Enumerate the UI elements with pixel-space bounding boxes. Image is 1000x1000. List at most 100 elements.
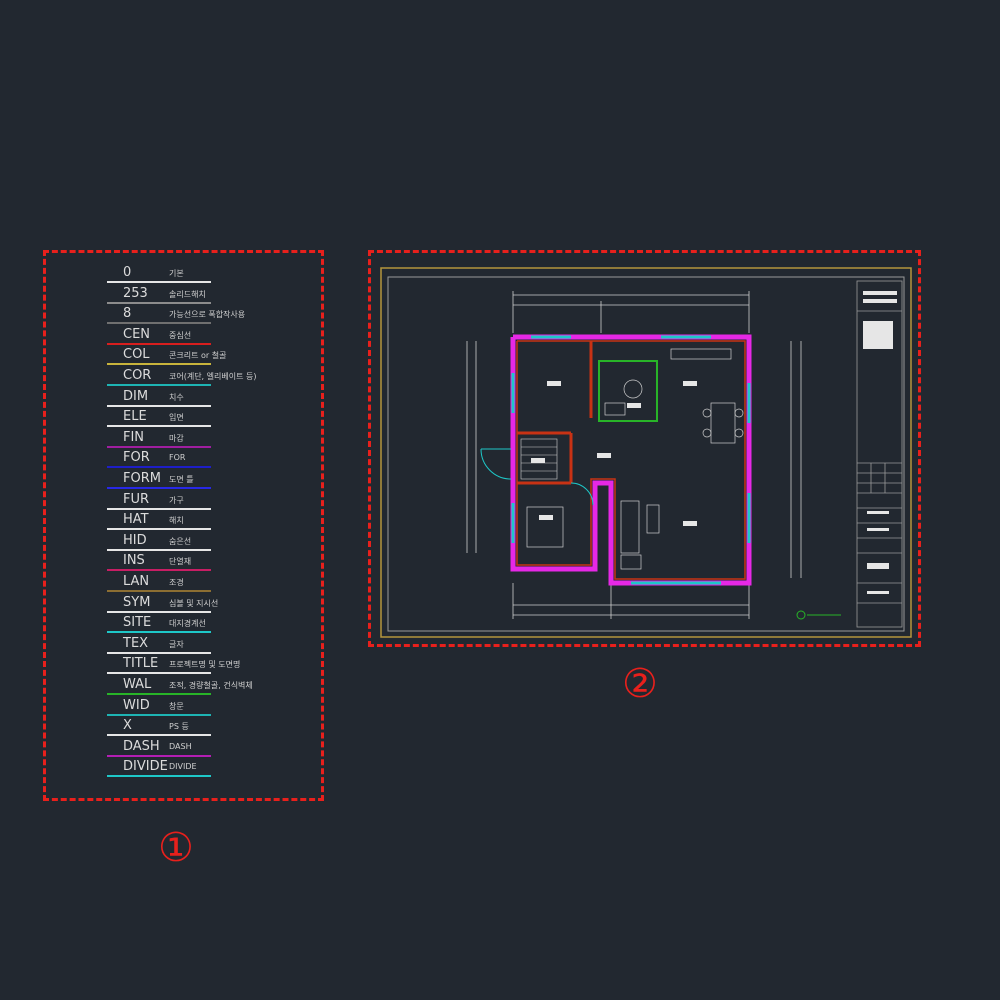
layer-row: FORM 도면 틀 (107, 470, 267, 490)
layer-color-line (107, 322, 211, 325)
layer-description: 솔리드해치 (169, 289, 206, 299)
layer-description: 조적, 경량철골, 건식벽체 (169, 681, 253, 690)
layer-row: WID 창문 (107, 697, 267, 717)
layer-color-line (107, 301, 211, 304)
layer-code: TEX (123, 635, 149, 651)
layer-row: COL 콘크리트 or 철골 (107, 346, 267, 366)
layer-description: 단열재 (169, 557, 192, 567)
bathroom-walls (598, 360, 658, 422)
layer-color-line (107, 528, 211, 531)
room-labels (531, 381, 697, 526)
furniture (526, 348, 744, 570)
layer-description: 마감 (169, 433, 184, 443)
layer-row: ELE 입면 (107, 408, 267, 428)
layer-color-line (107, 610, 211, 613)
layer-code: SITE (123, 615, 152, 631)
layer-description: PS 등 (169, 722, 189, 732)
layer-color-line (107, 425, 211, 428)
exterior-walls (510, 334, 752, 586)
layer-description: 프로젝트명 및 도면명 (169, 660, 241, 670)
legend-marker-1: ① (158, 825, 194, 871)
title-block (856, 280, 903, 628)
layer-description: 창문 (169, 701, 184, 711)
layer-description: 글자 (169, 639, 184, 649)
layer-code: DIVIDE (123, 759, 168, 775)
layer-code: COR (123, 368, 152, 383)
dimension-lines (466, 291, 802, 619)
layer-description: 기본 (169, 269, 184, 278)
layer-code: DASH (123, 738, 160, 754)
layer-code: COL (123, 347, 150, 363)
layer-code: WID (123, 697, 150, 713)
stair-block (480, 438, 594, 506)
layer-code: INS (123, 553, 145, 569)
layer-code: HAT (123, 512, 149, 528)
layer-code: 253 (123, 285, 148, 301)
layer-row: WAL 조적, 경량철골, 건식벽체 (107, 676, 267, 696)
layer-description: 도면 틀 (169, 475, 194, 484)
layer-code: SYM (123, 594, 151, 610)
layer-color-line (107, 445, 211, 448)
layer-description: DIVIDE (169, 762, 197, 772)
layer-row: INS 단열재 (107, 552, 267, 572)
layer-code: WAL (123, 677, 152, 692)
layer-color-line (107, 466, 211, 469)
layer-row: SYM 심볼 및 지시선 (107, 594, 267, 614)
layer-row: DIM 치수 (107, 388, 267, 408)
layer-legend-box (43, 250, 324, 801)
layer-description: 치수 (169, 392, 184, 402)
layer-row: 253 솔리드해치 (107, 285, 267, 305)
drawing-marker-2: ② (622, 661, 658, 707)
layer-description: 가구 (169, 495, 184, 505)
layer-code: FIN (123, 429, 145, 445)
layer-color-line (107, 651, 211, 654)
layer-color-line (107, 693, 211, 695)
layer-color-line (107, 631, 211, 634)
layer-color-line (107, 548, 211, 551)
layer-color-line (107, 569, 211, 572)
layer-row: FUR 가구 (107, 491, 267, 511)
layer-code: FORM (123, 471, 161, 486)
layer-description: 콘크리트 or 철골 (169, 351, 227, 361)
layer-description: 입면 (169, 413, 184, 423)
layer-code: X (123, 718, 132, 734)
layer-row: HID 숨은선 (107, 532, 267, 552)
layer-row: 0 기본 (107, 264, 267, 284)
layer-description: 해치 (169, 516, 184, 526)
sheet-outer-frame (380, 267, 912, 638)
layer-row: HAT 해치 (107, 511, 267, 531)
layer-row: TEX 글자 (107, 635, 267, 655)
layer-description: 가능선으로 폭합작사용 (169, 310, 246, 320)
layer-color-line (107, 590, 211, 592)
drawing-sheet-box (368, 250, 921, 647)
layer-code: CEN (123, 326, 151, 342)
layer-code: DIM (123, 388, 149, 404)
layer-code: HID (123, 532, 147, 548)
layer-code: LAN (123, 574, 150, 589)
layer-color-line (107, 713, 211, 716)
layer-code: ELE (123, 409, 147, 425)
layer-row: FIN 마감 (107, 429, 267, 449)
layer-code: 0 (123, 265, 132, 280)
title-block-logo (863, 291, 897, 594)
layer-description: 심볼 및 지시선 (169, 598, 219, 608)
layer-color-line (107, 384, 211, 386)
floor-plan-drawing (380, 267, 912, 638)
layer-code: FOR (123, 450, 150, 466)
layer-description: 숨은선 (169, 536, 192, 546)
layer-color-line (107, 363, 211, 366)
interior-walls (517, 341, 593, 485)
layer-color-line (107, 507, 211, 510)
layer-color-line (107, 487, 211, 489)
sheet-inner-frame (387, 276, 905, 632)
layer-color-line (107, 734, 211, 737)
layer-color-line (107, 404, 211, 407)
layer-row: X PS 등 (107, 717, 267, 737)
layer-description: 중심선 (169, 330, 192, 340)
layer-code: FUR (123, 491, 150, 507)
